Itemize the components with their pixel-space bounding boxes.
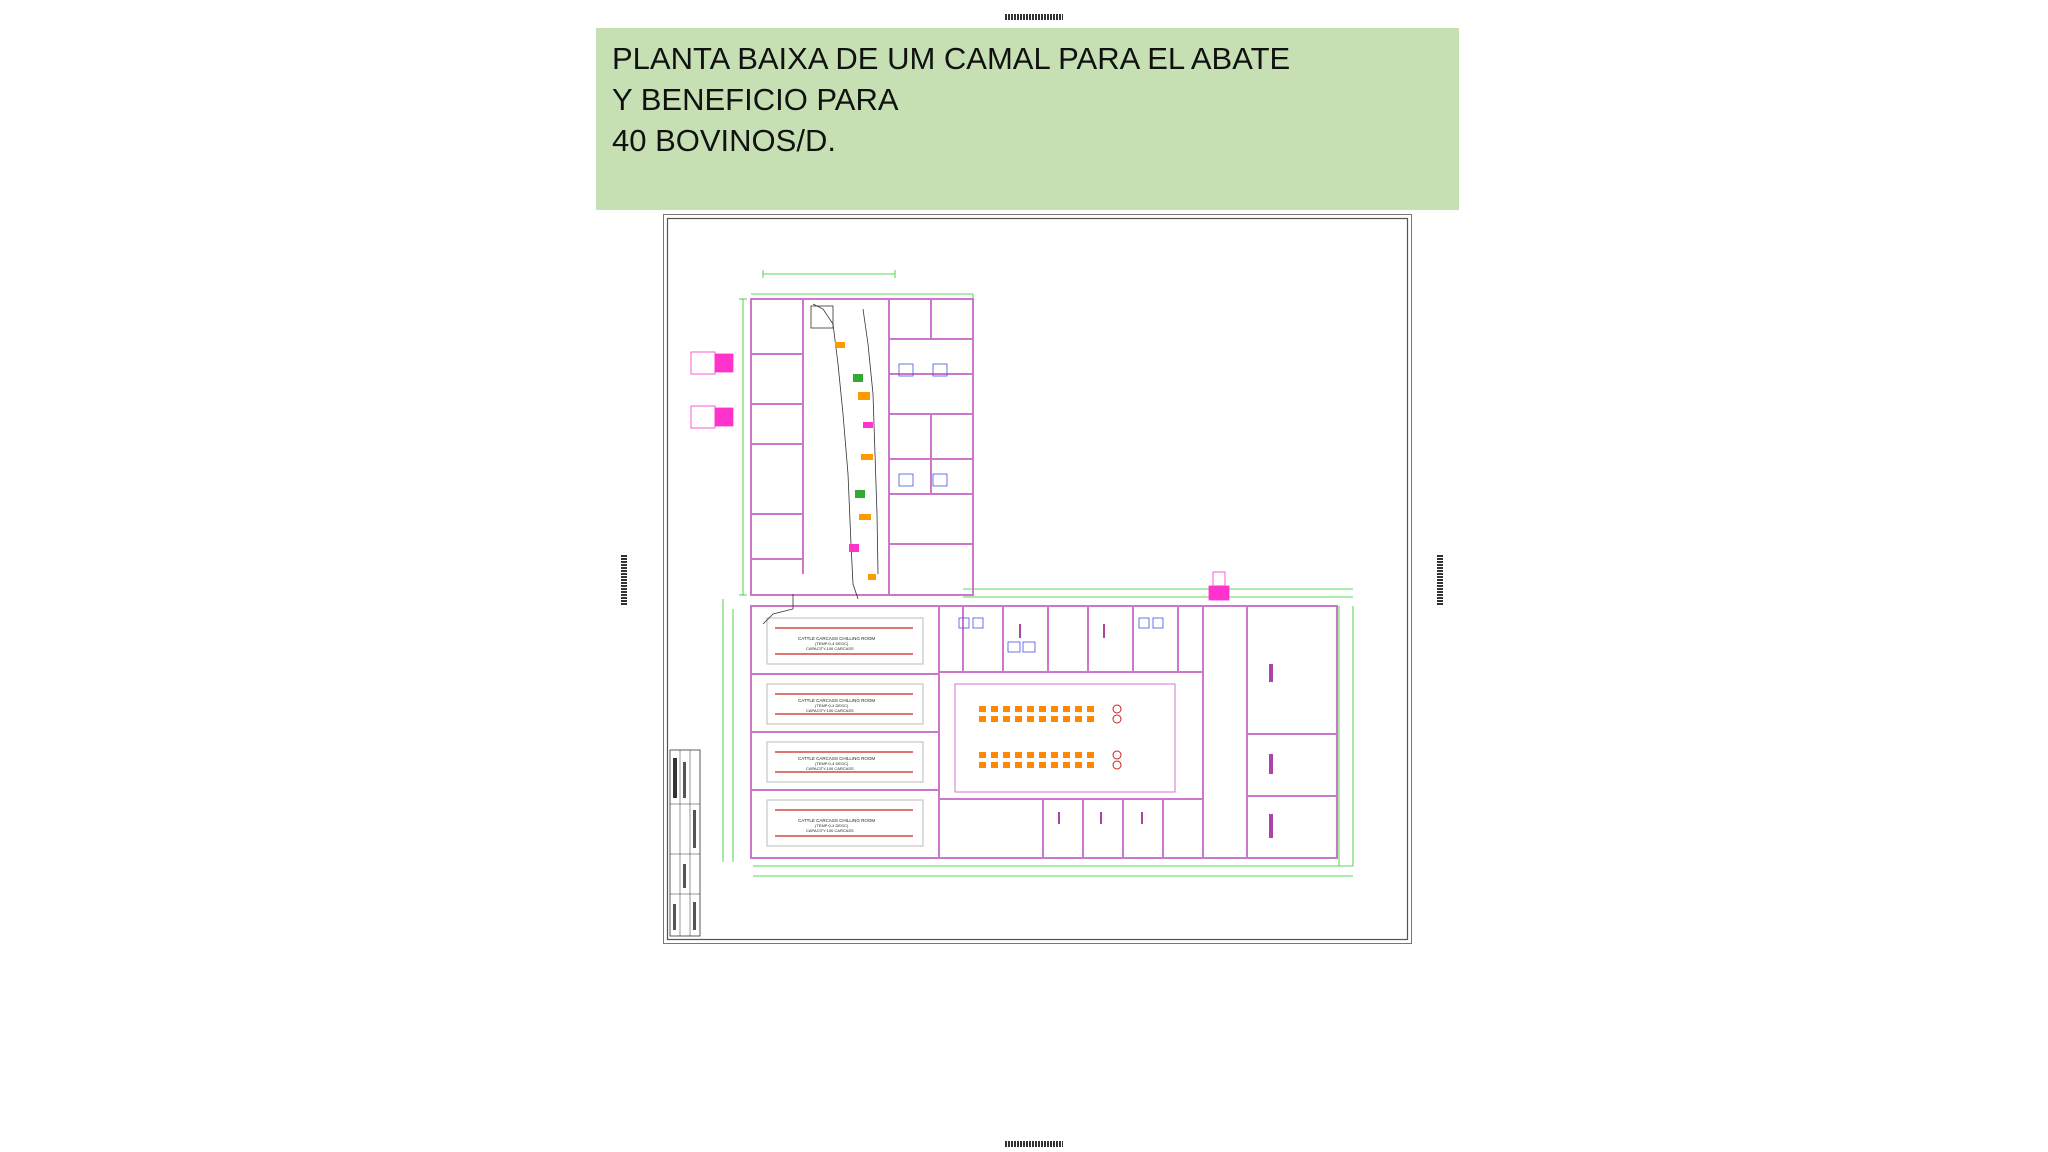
processing-station xyxy=(1051,752,1058,758)
north-equipment xyxy=(810,305,876,580)
processing-machine xyxy=(1112,760,1122,770)
processing-station xyxy=(1087,752,1094,758)
processing-station xyxy=(1087,716,1094,722)
processing-station xyxy=(991,716,998,722)
processing-machine xyxy=(1112,714,1122,724)
truck-icons xyxy=(690,351,1230,601)
watermark-stamp-bottom xyxy=(1005,1141,1063,1147)
processing-station xyxy=(1003,762,1010,768)
processing-station xyxy=(1063,706,1070,712)
watermark-stamp-left xyxy=(621,555,627,605)
chilling-room-capacity: CAPACITY:100 CARCASS xyxy=(806,828,854,833)
chilling-room-title: CATTLE CARCASS CHILLING ROOM xyxy=(798,636,875,641)
room-fixtures xyxy=(898,363,1164,653)
sheet-outer-border xyxy=(663,214,1412,944)
south-wing-walls xyxy=(750,605,1338,859)
watermark-stamp-top xyxy=(1005,14,1063,20)
processing-station xyxy=(1063,762,1070,768)
chilling-room-outlines xyxy=(766,617,924,847)
chilling-room-temp: (TEMP:0-4 DEGC) xyxy=(815,761,849,766)
processing-station xyxy=(979,762,986,768)
title-line-2: Y BENEFICIO PARA xyxy=(612,82,899,117)
processing-station xyxy=(1015,762,1022,768)
chilling-rails xyxy=(775,627,913,837)
processing-station xyxy=(1075,752,1082,758)
title-line-3: 40 BOVINOS/D. xyxy=(612,123,836,158)
processing-station xyxy=(1003,706,1010,712)
processing-station xyxy=(1087,762,1094,768)
chilling-room-title: CATTLE CARCASS CHILLING ROOM xyxy=(798,756,875,761)
processing-station xyxy=(1015,752,1022,758)
processing-station xyxy=(1039,752,1046,758)
processing-hall-equipment xyxy=(954,683,1176,793)
chilling-room-label-1: CATTLE CARCASS CHILLING ROOM (TEMP:0-4 D… xyxy=(798,636,875,651)
processing-station xyxy=(991,762,998,768)
floor-plan-drawing: CATTLE CARCASS CHILLING ROOM (TEMP:0-4 D… xyxy=(663,214,1412,944)
processing-station xyxy=(1027,706,1034,712)
processing-station xyxy=(1075,706,1082,712)
processing-station xyxy=(1039,762,1046,768)
processing-station xyxy=(1003,752,1010,758)
processing-station xyxy=(979,706,986,712)
processing-station xyxy=(1051,706,1058,712)
chilling-room-temp: (TEMP:0-4 DEGC) xyxy=(815,823,849,828)
processing-station xyxy=(1075,716,1082,722)
processing-station xyxy=(1015,716,1022,722)
processing-station xyxy=(1063,716,1070,722)
processing-station xyxy=(1087,706,1094,712)
slaughter-line xyxy=(762,303,879,625)
chilling-room-title: CATTLE CARCASS CHILLING ROOM xyxy=(798,698,875,703)
processing-station xyxy=(1039,706,1046,712)
processing-station xyxy=(1015,706,1022,712)
processing-station xyxy=(991,706,998,712)
drawing-title-block xyxy=(669,749,701,937)
chilling-room-capacity: CAPACITY:100 CARCASS xyxy=(806,766,854,771)
processing-station xyxy=(1039,716,1046,722)
processing-station xyxy=(1003,716,1010,722)
chilling-room-label-3: CATTLE CARCASS CHILLING ROOM (TEMP:0-4 D… xyxy=(798,756,875,771)
chilling-room-temp: (TEMP:0-4 DEGC) xyxy=(815,703,849,708)
sheet-inner-border xyxy=(666,217,1409,941)
chilling-room-capacity: CAPACITY:100 CARCASS xyxy=(806,646,854,651)
processing-station xyxy=(1051,716,1058,722)
processing-station xyxy=(1063,752,1070,758)
room-label-marks xyxy=(1019,624,1273,838)
processing-station xyxy=(979,752,986,758)
watermark-stamp-right xyxy=(1437,555,1443,605)
processing-station xyxy=(979,716,986,722)
chilling-room-capacity: CAPACITY:100 CARCASS xyxy=(806,708,854,713)
title-line-1: PLANTA BAIXA DE UM CAMAL PARA EL ABATE xyxy=(612,41,1291,76)
processing-station xyxy=(1027,716,1034,722)
chilling-room-title: CATTLE CARCASS CHILLING ROOM xyxy=(798,818,875,823)
north-wing-walls xyxy=(750,298,974,596)
processing-station xyxy=(1027,762,1034,768)
processing-machine xyxy=(1112,750,1122,760)
processing-station xyxy=(1075,762,1082,768)
chilling-room-temp: (TEMP:0-4 DEGC) xyxy=(815,641,849,646)
processing-machine xyxy=(1112,704,1122,714)
chilling-room-label-4: CATTLE CARCASS CHILLING ROOM (TEMP:0-4 D… xyxy=(798,818,875,833)
title-banner: PLANTA BAIXA DE UM CAMAL PARA EL ABATE Y… xyxy=(596,28,1459,210)
processing-station xyxy=(991,752,998,758)
chilling-room-label-2: CATTLE CARCASS CHILLING ROOM (TEMP:0-4 D… xyxy=(798,698,875,713)
processing-station xyxy=(1027,752,1034,758)
processing-station xyxy=(1051,762,1058,768)
